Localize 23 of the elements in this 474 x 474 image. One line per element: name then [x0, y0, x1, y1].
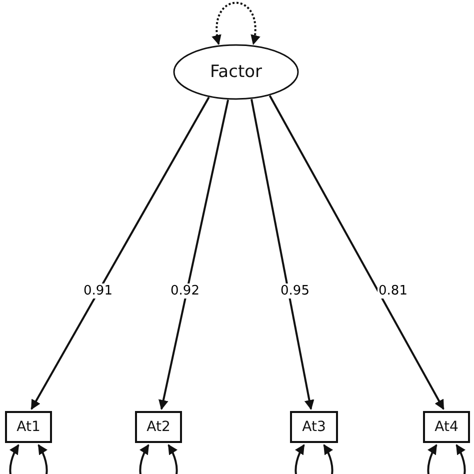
indicator-box [135, 411, 182, 443]
arrow [158, 100, 230, 410]
edge-label: 0.81 [378, 284, 408, 298]
latent-factor-ellipse [173, 44, 299, 100]
self-loop-arrow [9, 444, 48, 474]
self-loop-arrow [294, 444, 334, 474]
edge-label: 0.92 [170, 284, 200, 298]
node-label: At1 [16, 419, 40, 435]
node-label: At4 [434, 419, 458, 435]
edge-label: 0.91 [82, 284, 114, 298]
node-label: At2 [146, 419, 170, 435]
indicator-box [423, 411, 470, 443]
edge-label: 0.95 [280, 284, 310, 298]
indicator-box [290, 411, 338, 443]
self-loop-arrow [139, 444, 178, 474]
indicator-box [5, 411, 52, 443]
node-label: Factor [210, 62, 262, 82]
arrow [250, 98, 314, 410]
self-loop-arrow [212, 2, 260, 46]
arrow [268, 95, 444, 410]
self-loop-arrow [427, 444, 466, 474]
node-label: At3 [302, 419, 326, 435]
arrow [30, 96, 210, 410]
